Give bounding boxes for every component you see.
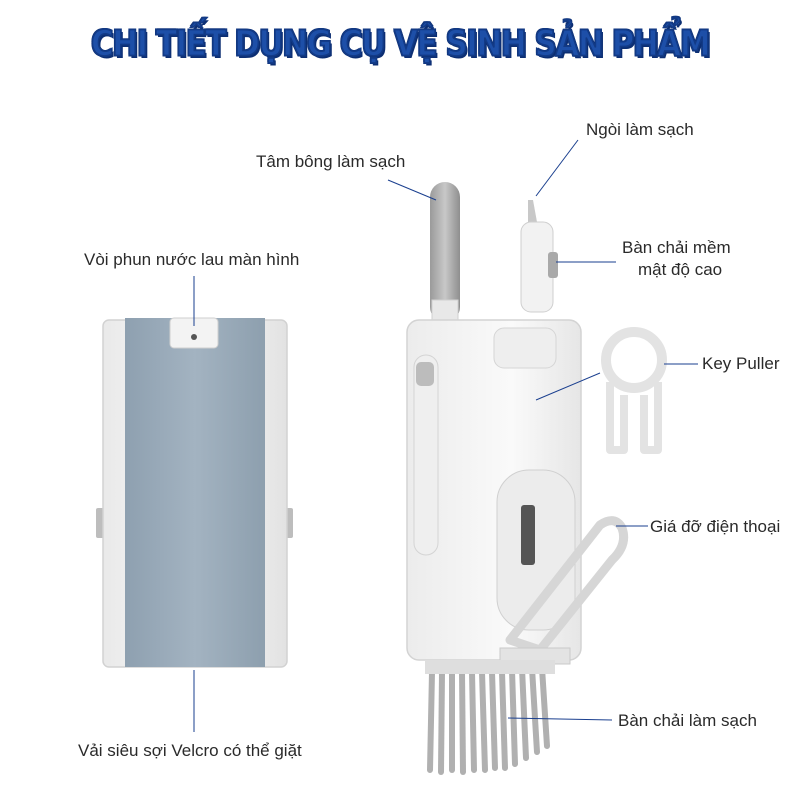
label-key-puller: Key Puller [702, 354, 780, 373]
label-spray-nozzle: Vòi phun nước lau màn hình [84, 250, 300, 269]
label-soft-brush-line2: mật độ cao [638, 260, 723, 279]
cleaning-brush-bristles [427, 665, 550, 775]
label-cotton-pad: Tâm bông làm sạch [256, 152, 406, 171]
label-soft-brush-line1: Bàn chải mềm [622, 238, 731, 257]
spray-bottle [96, 317, 293, 668]
label-phone-stand: Giá đỡ điện thoại [650, 517, 781, 536]
page-title: CHI TIẾT DỤNG CỤ VỆ SINH SẢN PHẨM [90, 22, 711, 65]
label-microfiber: Vải siêu sợi Velcro có thể giặt [78, 741, 302, 760]
cotton-pad-tip [430, 182, 460, 322]
spray-nozzle-icon [191, 334, 197, 340]
phone-stand [505, 516, 629, 655]
cleaning-kit [406, 182, 629, 775]
label-cleaning-pen: Ngòi làm sạch [586, 120, 694, 139]
side-slider [413, 354, 439, 556]
cleaning-pen-tip [528, 200, 537, 222]
brush-holder [425, 660, 555, 674]
stand-slot-icon [521, 505, 535, 565]
key-puller [601, 327, 667, 454]
slider-grip-icon [416, 362, 434, 386]
microfiber-pad [125, 318, 265, 667]
label-cleaning-brush: Bàn chải làm sạch [618, 711, 757, 730]
soft-brush-icon [548, 252, 558, 278]
callout-lines [193, 139, 698, 732]
top-cap [493, 327, 557, 369]
